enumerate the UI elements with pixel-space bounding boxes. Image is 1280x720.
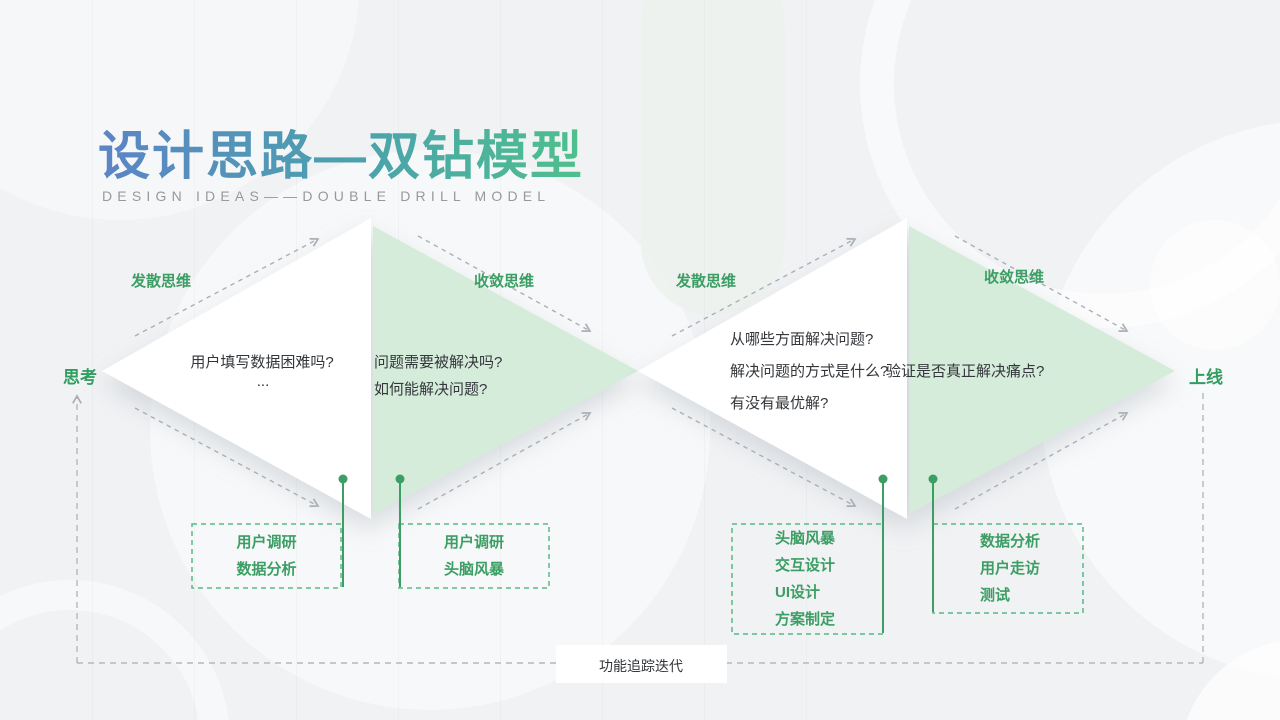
- method-box-2-text: 用户调研 头脑风暴: [399, 524, 549, 588]
- diamond2-question: 从哪些方面解决问题?: [730, 331, 874, 348]
- method-item: 方案制定: [775, 611, 836, 628]
- flow-arrow: [671, 237, 857, 337]
- diamond1-divergent-triangle: [102, 218, 371, 519]
- diamond1-question: 问题需要被解决吗?: [374, 354, 503, 371]
- method-item: 数据分析: [236, 561, 297, 578]
- diamond1-question: 用户填写数据困难吗?: [190, 354, 334, 371]
- method-item: UI设计: [775, 584, 821, 601]
- connector-dots: [338, 474, 938, 484]
- method-box-1: [191, 523, 342, 589]
- flow-arrow: [417, 412, 592, 510]
- connector-stems: [342, 479, 934, 633]
- feedback-label: 功能追踪迭代: [599, 658, 683, 674]
- diamond2-divergent-triangle: [638, 218, 907, 519]
- method-item: 头脑风暴: [443, 561, 504, 578]
- stem-dot: [395, 474, 405, 484]
- diamond1-question: ...: [256, 373, 270, 390]
- method-item: 用户调研: [443, 534, 504, 551]
- page-subtitle: DESIGN IDEAS——DOUBLE DRILL MODEL: [102, 188, 551, 204]
- diamond2-question: 解决问题的方式是什么?: [730, 363, 889, 380]
- flow-arrow: [134, 407, 320, 508]
- method-item: 测试: [980, 587, 1011, 604]
- method-item: 数据分析: [980, 533, 1041, 550]
- flow-arrow: [671, 407, 857, 508]
- feedback-label-box: [556, 645, 727, 683]
- diamond2-divergent-label: 发散思维: [675, 273, 737, 290]
- method-item: 用户调研: [236, 534, 297, 551]
- flow-arrow: [417, 235, 592, 332]
- method-box-4-text: 数据分析 用户走访 测试: [933, 524, 1083, 613]
- diamond1-divergent-label: 发散思维: [130, 273, 192, 290]
- diamond1-convergent-triangle: [373, 226, 638, 514]
- flow-arrow: [134, 237, 320, 337]
- stem-dot: [878, 474, 888, 484]
- method-item: 交互设计: [775, 557, 836, 574]
- method-item: 用户走访: [980, 560, 1041, 577]
- diamond1-convergent-label: 收敛思维: [473, 273, 535, 290]
- end-label: 上线: [1189, 368, 1223, 387]
- method-box-1-text: 用户调研 数据分析: [192, 524, 341, 588]
- method-box-3-text: 头脑风暴 交互设计 UI设计 方案制定: [732, 524, 883, 634]
- stem-dot: [928, 474, 938, 484]
- start-label: 思考: [63, 368, 97, 387]
- method-box-3: [731, 523, 884, 635]
- stem-dot: [338, 474, 348, 484]
- method-item: 头脑风暴: [775, 530, 836, 547]
- diamond2-convergent-label: 收敛思维: [983, 269, 1045, 286]
- diamond2-question: 验证是否真正解决痛点?: [886, 363, 1045, 380]
- diamond2-question: 有没有最优解?: [730, 395, 829, 412]
- page-title: 设计思路—双钻模型: [98, 114, 584, 189]
- diamond1-question: 如何能解决问题?: [374, 381, 488, 398]
